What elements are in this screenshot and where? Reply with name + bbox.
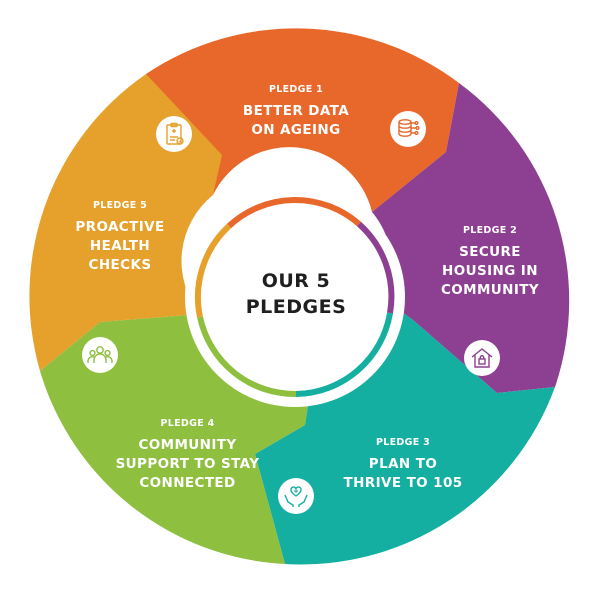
pledge-4-title-line-1: COMMUNITY [138,437,237,453]
pledge-5-number: PLEDGE 5 [93,200,147,211]
clipboard-icon [156,116,192,152]
pledge-4-label: PLEDGE 4 COMMUNITY SUPPORT TO STAY CONNE… [100,418,275,493]
pledge-5-label: PLEDGE 5 PROACTIVE HEALTH CHECKS [50,200,190,275]
pledge-2-title-line-3: COMMUNITY [440,282,540,298]
center-title-line-2: PLEDGES [245,296,347,318]
inner-color-ring [194,196,395,398]
pledge-4-number: PLEDGE 4 [160,418,215,429]
pledge-3-title-line-1: PLAN TO [368,456,438,472]
pledge-5-title-line-2: HEALTH [89,238,151,254]
pledge-5-title-line-3: CHECKS [88,257,152,273]
pledge-2-number: PLEDGE 2 [463,225,517,236]
pledge-4-title-line-3: CONNECTED [139,475,236,491]
pledge-1-title-line-1: BETTER DATA [242,103,350,119]
house-lock-icon [464,340,500,376]
pledge-2-segment [372,83,570,393]
pledge-3-number: PLEDGE 3 [376,437,430,448]
pledge-2-title-line-2: HOUSING IN [442,263,538,279]
pledge-3-label: PLEDGE 3 PLAN TO THRIVE TO 105 [328,437,478,493]
pledge-2-title-line-1: SECURE [459,244,521,260]
database-icon [390,111,426,147]
pledge-4-title-line-2: SUPPORT TO STAY [115,456,260,472]
pledge-1-title-line-2: ON AGEING [251,122,341,138]
pledge-1-segment [146,28,459,212]
pledge-1-number: PLEDGE 1 [269,84,323,95]
pledge-1-label: PLEDGE 1 BETTER DATA ON AGEING [226,84,366,140]
people-icon [82,337,118,373]
pledge-3-segment [255,300,555,565]
pledge-3-title-line-2: THRIVE TO 105 [343,475,463,491]
center-title-line-1: OUR 5 [261,270,331,292]
hands-heart-icon [278,478,314,514]
pledge-2-label: PLEDGE 2 SECURE HOUSING IN COMMUNITY [420,225,560,300]
center-title: OUR 5 PLEDGES [216,268,376,320]
pledge-5-title-line-1: PROACTIVE [75,219,165,235]
center-inner-disc [204,206,386,388]
